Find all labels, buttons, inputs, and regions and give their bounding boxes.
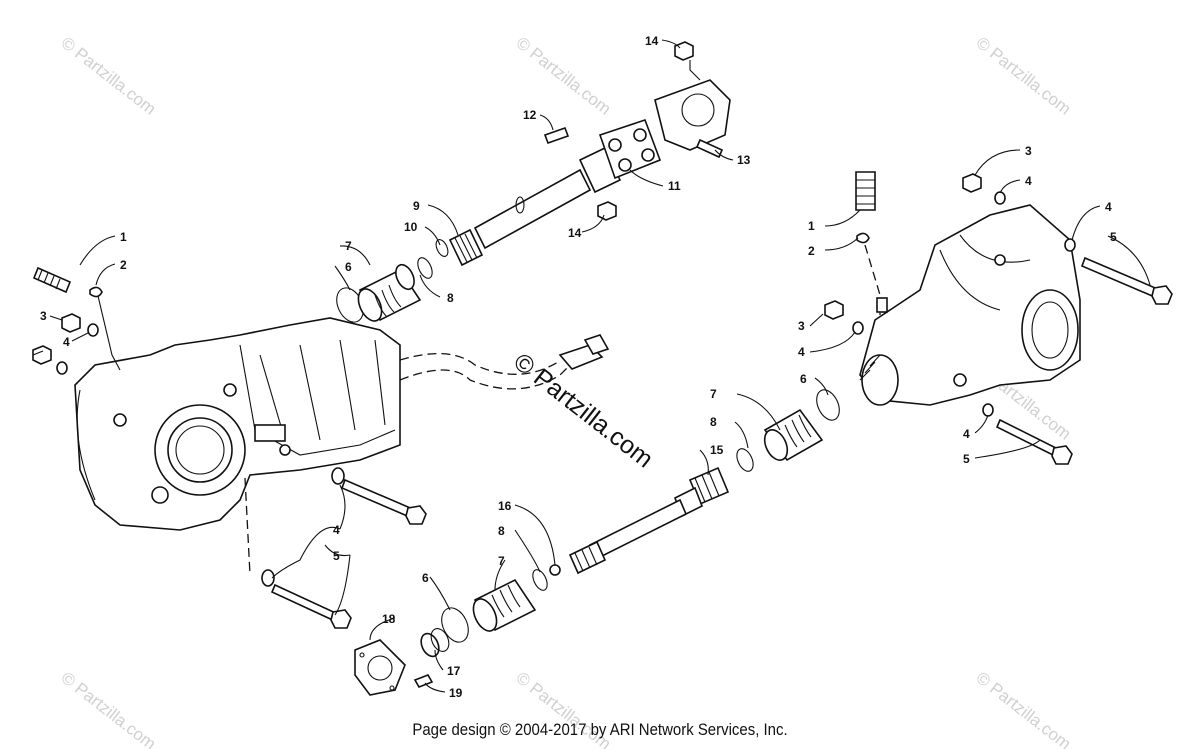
callout-label: 8 (710, 415, 717, 429)
callout-label: 4 (798, 345, 805, 359)
rear-gearcase (859, 204, 1081, 406)
callout-label: 7 (345, 239, 352, 253)
watermark-center: © Partzilla.com (508, 348, 658, 474)
callout-labels: 1 2 3 4 3 6 7 8 9 10 11 12 13 14 14 4 5 … (40, 34, 1117, 700)
front-driveshaft-assembly (435, 41, 731, 267)
rear-breather-tube (855, 171, 888, 315)
callout-label: 3 (40, 309, 47, 323)
callout-label: 14 (645, 34, 659, 48)
callout-label: 4 (1105, 200, 1112, 214)
callout-label: 18 (382, 612, 396, 626)
callout-label: 19 (449, 686, 463, 700)
rear-driveshaft (549, 466, 730, 576)
watermark-top-right: © Partzilla.com (973, 33, 1075, 119)
callout-label: 14 (568, 226, 582, 240)
watermark-top-center: © Partzilla.com (513, 33, 615, 119)
callout-label: 11 (668, 179, 681, 193)
callout-label: 16 (498, 499, 512, 513)
callout-label: 9 (413, 199, 420, 213)
callout-label: 3 (1025, 144, 1032, 158)
callout-label: 4 (333, 523, 340, 537)
callout-label: 7 (498, 554, 505, 568)
callout-label: 7 (710, 387, 717, 401)
callout-label: 12 (523, 108, 537, 122)
watermark-top-left: © Partzilla.com (58, 33, 160, 119)
callout-label: 4 (63, 335, 70, 349)
rear-boot-kit (736, 389, 840, 472)
callout-label: 10 (404, 220, 418, 234)
callout-label: 5 (1110, 230, 1117, 244)
front-left-fasteners (32, 313, 427, 629)
lower-boot-kit (420, 569, 548, 658)
leader-lines (32, 39, 1151, 693)
callout-label: 5 (333, 549, 340, 563)
callout-label: 13 (737, 153, 751, 167)
front-boot-kit (336, 257, 433, 323)
callout-label: 2 (120, 258, 127, 272)
front-gearcase (74, 317, 401, 531)
callout-label: 15 (710, 443, 724, 457)
callout-label: 5 (963, 452, 970, 466)
callout-label: 4 (963, 427, 970, 441)
front-breather-tube (32, 266, 121, 371)
callout-label: 8 (447, 291, 454, 305)
callout-label: 2 (808, 244, 815, 258)
callout-label: 6 (345, 260, 352, 274)
bearing-housing (354, 639, 434, 696)
callout-label: 8 (498, 524, 505, 538)
callout-label: 1 (808, 219, 815, 233)
callout-label: 6 (800, 372, 807, 386)
wiring-harness (399, 334, 610, 390)
callout-label: 1 (120, 230, 127, 244)
callout-label: 6 (422, 571, 429, 585)
callout-label: 17 (447, 664, 461, 678)
page-design-credit: Page design © 2004-2017 by ARI Network S… (412, 720, 788, 739)
callout-label: 3 (798, 319, 805, 333)
callout-label: 4 (1025, 174, 1032, 188)
rear-fasteners (824, 173, 1173, 465)
